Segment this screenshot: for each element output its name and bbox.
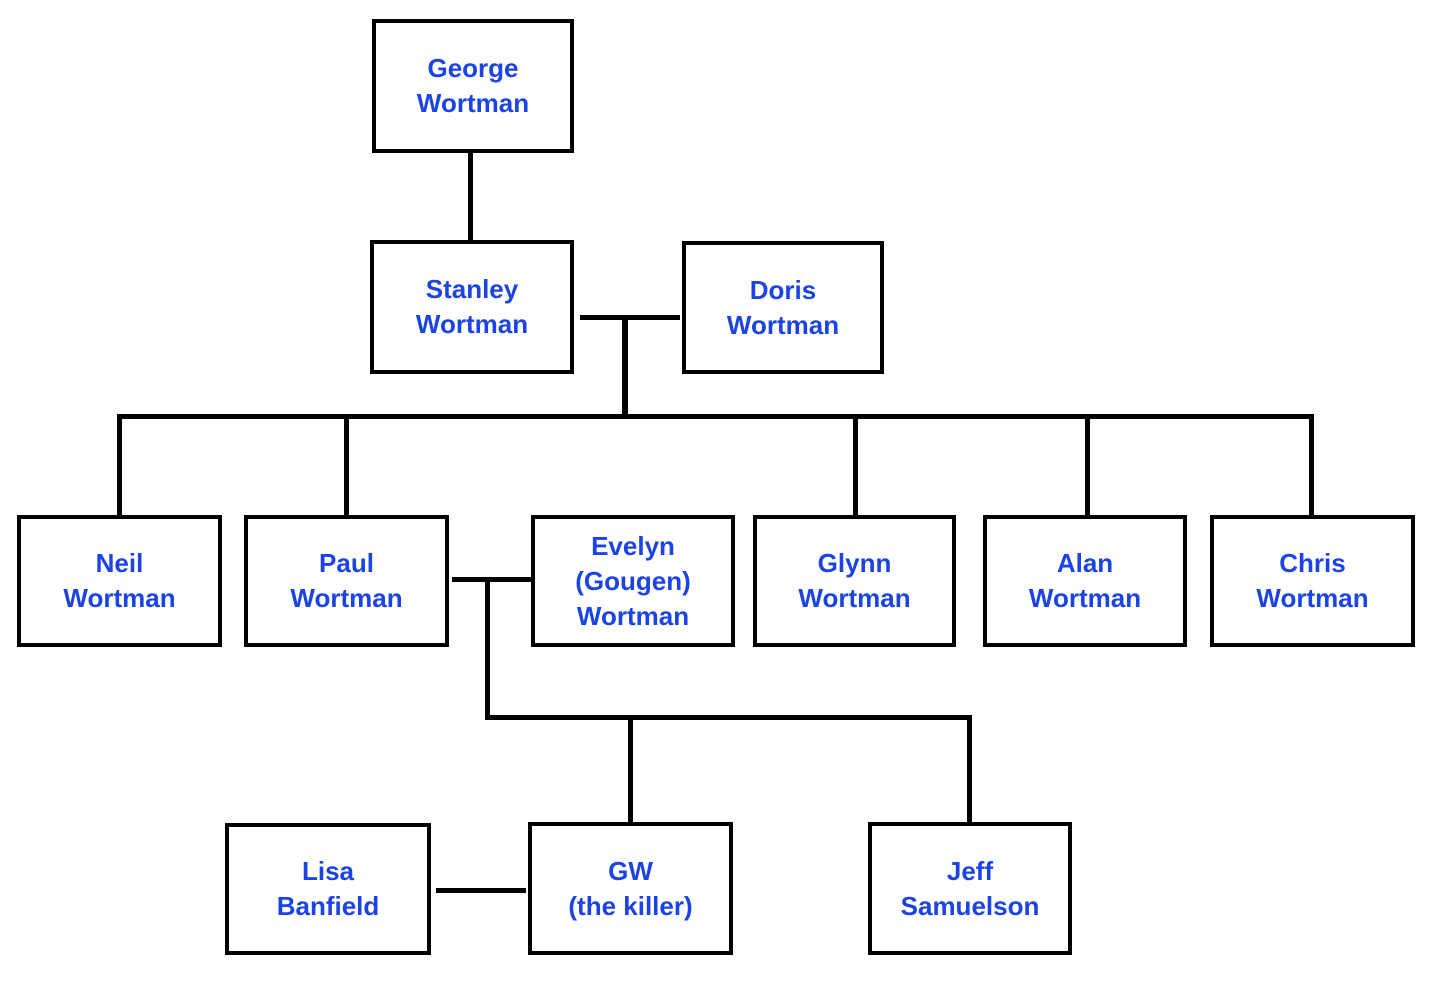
connector-children-bar bbox=[485, 715, 972, 720]
node-alan-wortman: Alan Wortman bbox=[983, 515, 1187, 647]
connector-drop-jeff bbox=[967, 715, 972, 822]
node-stanley-wortman-label: Stanley Wortman bbox=[415, 274, 529, 339]
node-lisa-banfield: Lisa Banfield bbox=[225, 823, 431, 955]
node-glynn-wortman-label: Glynn Wortman bbox=[798, 548, 911, 613]
connector-drop-paul bbox=[344, 414, 349, 515]
node-george-wortman-label: George Wortman bbox=[416, 53, 530, 118]
node-alan-wortman-label: Alan Wortman bbox=[1028, 548, 1142, 613]
node-doris-wortman: Doris Wortman bbox=[682, 241, 884, 374]
node-neil-wortman: Neil Wortman bbox=[17, 515, 222, 647]
node-evelyn-gougen-wortman-label: Evelyn (Gougen) Wortman bbox=[575, 530, 691, 631]
connector-couple-drop bbox=[485, 577, 490, 718]
node-neil-wortman-label: Neil Wortman bbox=[63, 548, 176, 613]
connector-george-to-stanley bbox=[468, 152, 473, 242]
node-jeff-samuelson: Jeff Samuelson bbox=[868, 822, 1072, 955]
node-george-wortman: George Wortman bbox=[372, 19, 574, 153]
connector-drop-glynn bbox=[853, 414, 858, 515]
connector-drop-neil bbox=[117, 414, 122, 515]
node-glynn-wortman: Glynn Wortman bbox=[753, 515, 956, 647]
connector-stanley-doris-marriage bbox=[580, 315, 680, 320]
node-gw-the-killer-label: GW (the killer) bbox=[568, 855, 693, 921]
connector-drop-alan bbox=[1085, 414, 1090, 515]
node-jeff-samuelson-label: Jeff Samuelson bbox=[900, 855, 1040, 921]
node-evelyn-gougen-wortman: Evelyn (Gougen) Wortman bbox=[531, 515, 735, 647]
node-paul-wortman-label: Paul Wortman bbox=[290, 548, 403, 613]
node-chris-wortman-label: Chris Wortman bbox=[1256, 548, 1369, 613]
node-paul-wortman: Paul Wortman bbox=[244, 515, 449, 647]
connector-lisa-gw-marriage bbox=[436, 888, 526, 893]
connector-siblings-bar bbox=[118, 414, 1314, 419]
node-gw-the-killer: GW (the killer) bbox=[528, 822, 733, 955]
connector-drop-gw bbox=[628, 715, 633, 822]
node-doris-wortman-label: Doris Wortman bbox=[726, 274, 840, 340]
node-stanley-wortman: Stanley Wortman bbox=[370, 240, 574, 374]
connector-paul-evelyn-marriage bbox=[452, 577, 531, 582]
node-lisa-banfield-label: Lisa Banfield bbox=[276, 856, 380, 921]
connector-drop-chris bbox=[1309, 414, 1314, 515]
node-chris-wortman: Chris Wortman bbox=[1210, 515, 1415, 647]
connector-parents-drop bbox=[622, 315, 628, 419]
